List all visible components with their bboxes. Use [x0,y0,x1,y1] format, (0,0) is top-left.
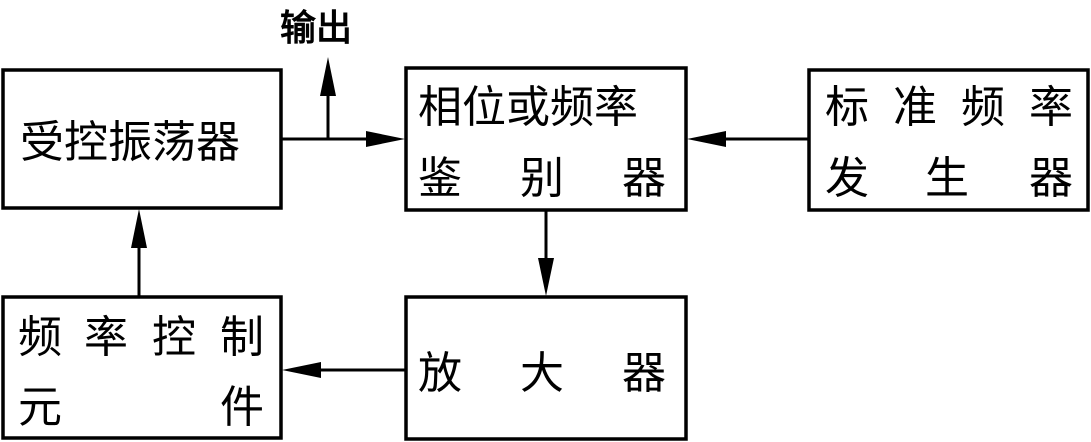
frequency-control-element-block: 频 率 控 制 元 件 [1,295,283,440]
generator-label-char-2: 准 [893,82,937,133]
amplifier-block: 放 大 器 [404,295,688,441]
discriminator-label-char-3: 器 [622,153,666,204]
generator-label-char-7: 器 [1029,153,1073,204]
control-element-label-char-6: 件 [220,382,264,433]
control-element-label-char-3: 控 [152,312,196,363]
phase-frequency-discriminator-block: 相位或频率 鉴 别 器 [404,66,688,212]
amplifier-label-char-3: 器 [622,348,666,399]
control-element-input-arrowhead [282,362,321,378]
amplifier-label-char-1: 放 [418,348,462,399]
discriminator-input-arrowhead [366,131,405,147]
control-element-label-char-4: 制 [220,312,264,363]
control-element-label-char-1: 频 [18,312,62,363]
discriminator-label-line1: 相位或频率 [418,82,638,133]
control-element-label-char-5: 元 [18,382,62,433]
discriminator-label-char-1: 鉴 [418,153,462,204]
control-element-label-char-2: 率 [84,312,128,363]
oscillator-input-arrowhead [131,209,147,248]
output-arrowhead [320,57,336,96]
amplifier-input-arrowhead [538,258,554,296]
output-label: 输出 [280,8,352,49]
discriminator-label-char-2: 别 [520,153,564,204]
generator-label-char-5: 发 [825,153,869,204]
controlled-oscillator-label: 受控振荡器 [20,117,240,168]
standard-frequency-generator-block: 标 准 频 率 发 生 器 [807,68,1090,212]
generator-to-discriminator-arrowhead [687,131,726,147]
generator-label-char-4: 率 [1029,82,1073,133]
generator-label-char-3: 频 [961,82,1005,133]
generator-label-char-6: 生 [925,153,969,204]
controlled-oscillator-block: 受控振荡器 [1,68,283,210]
amplifier-label-char-2: 大 [520,348,564,399]
generator-label-char-1: 标 [825,82,869,133]
